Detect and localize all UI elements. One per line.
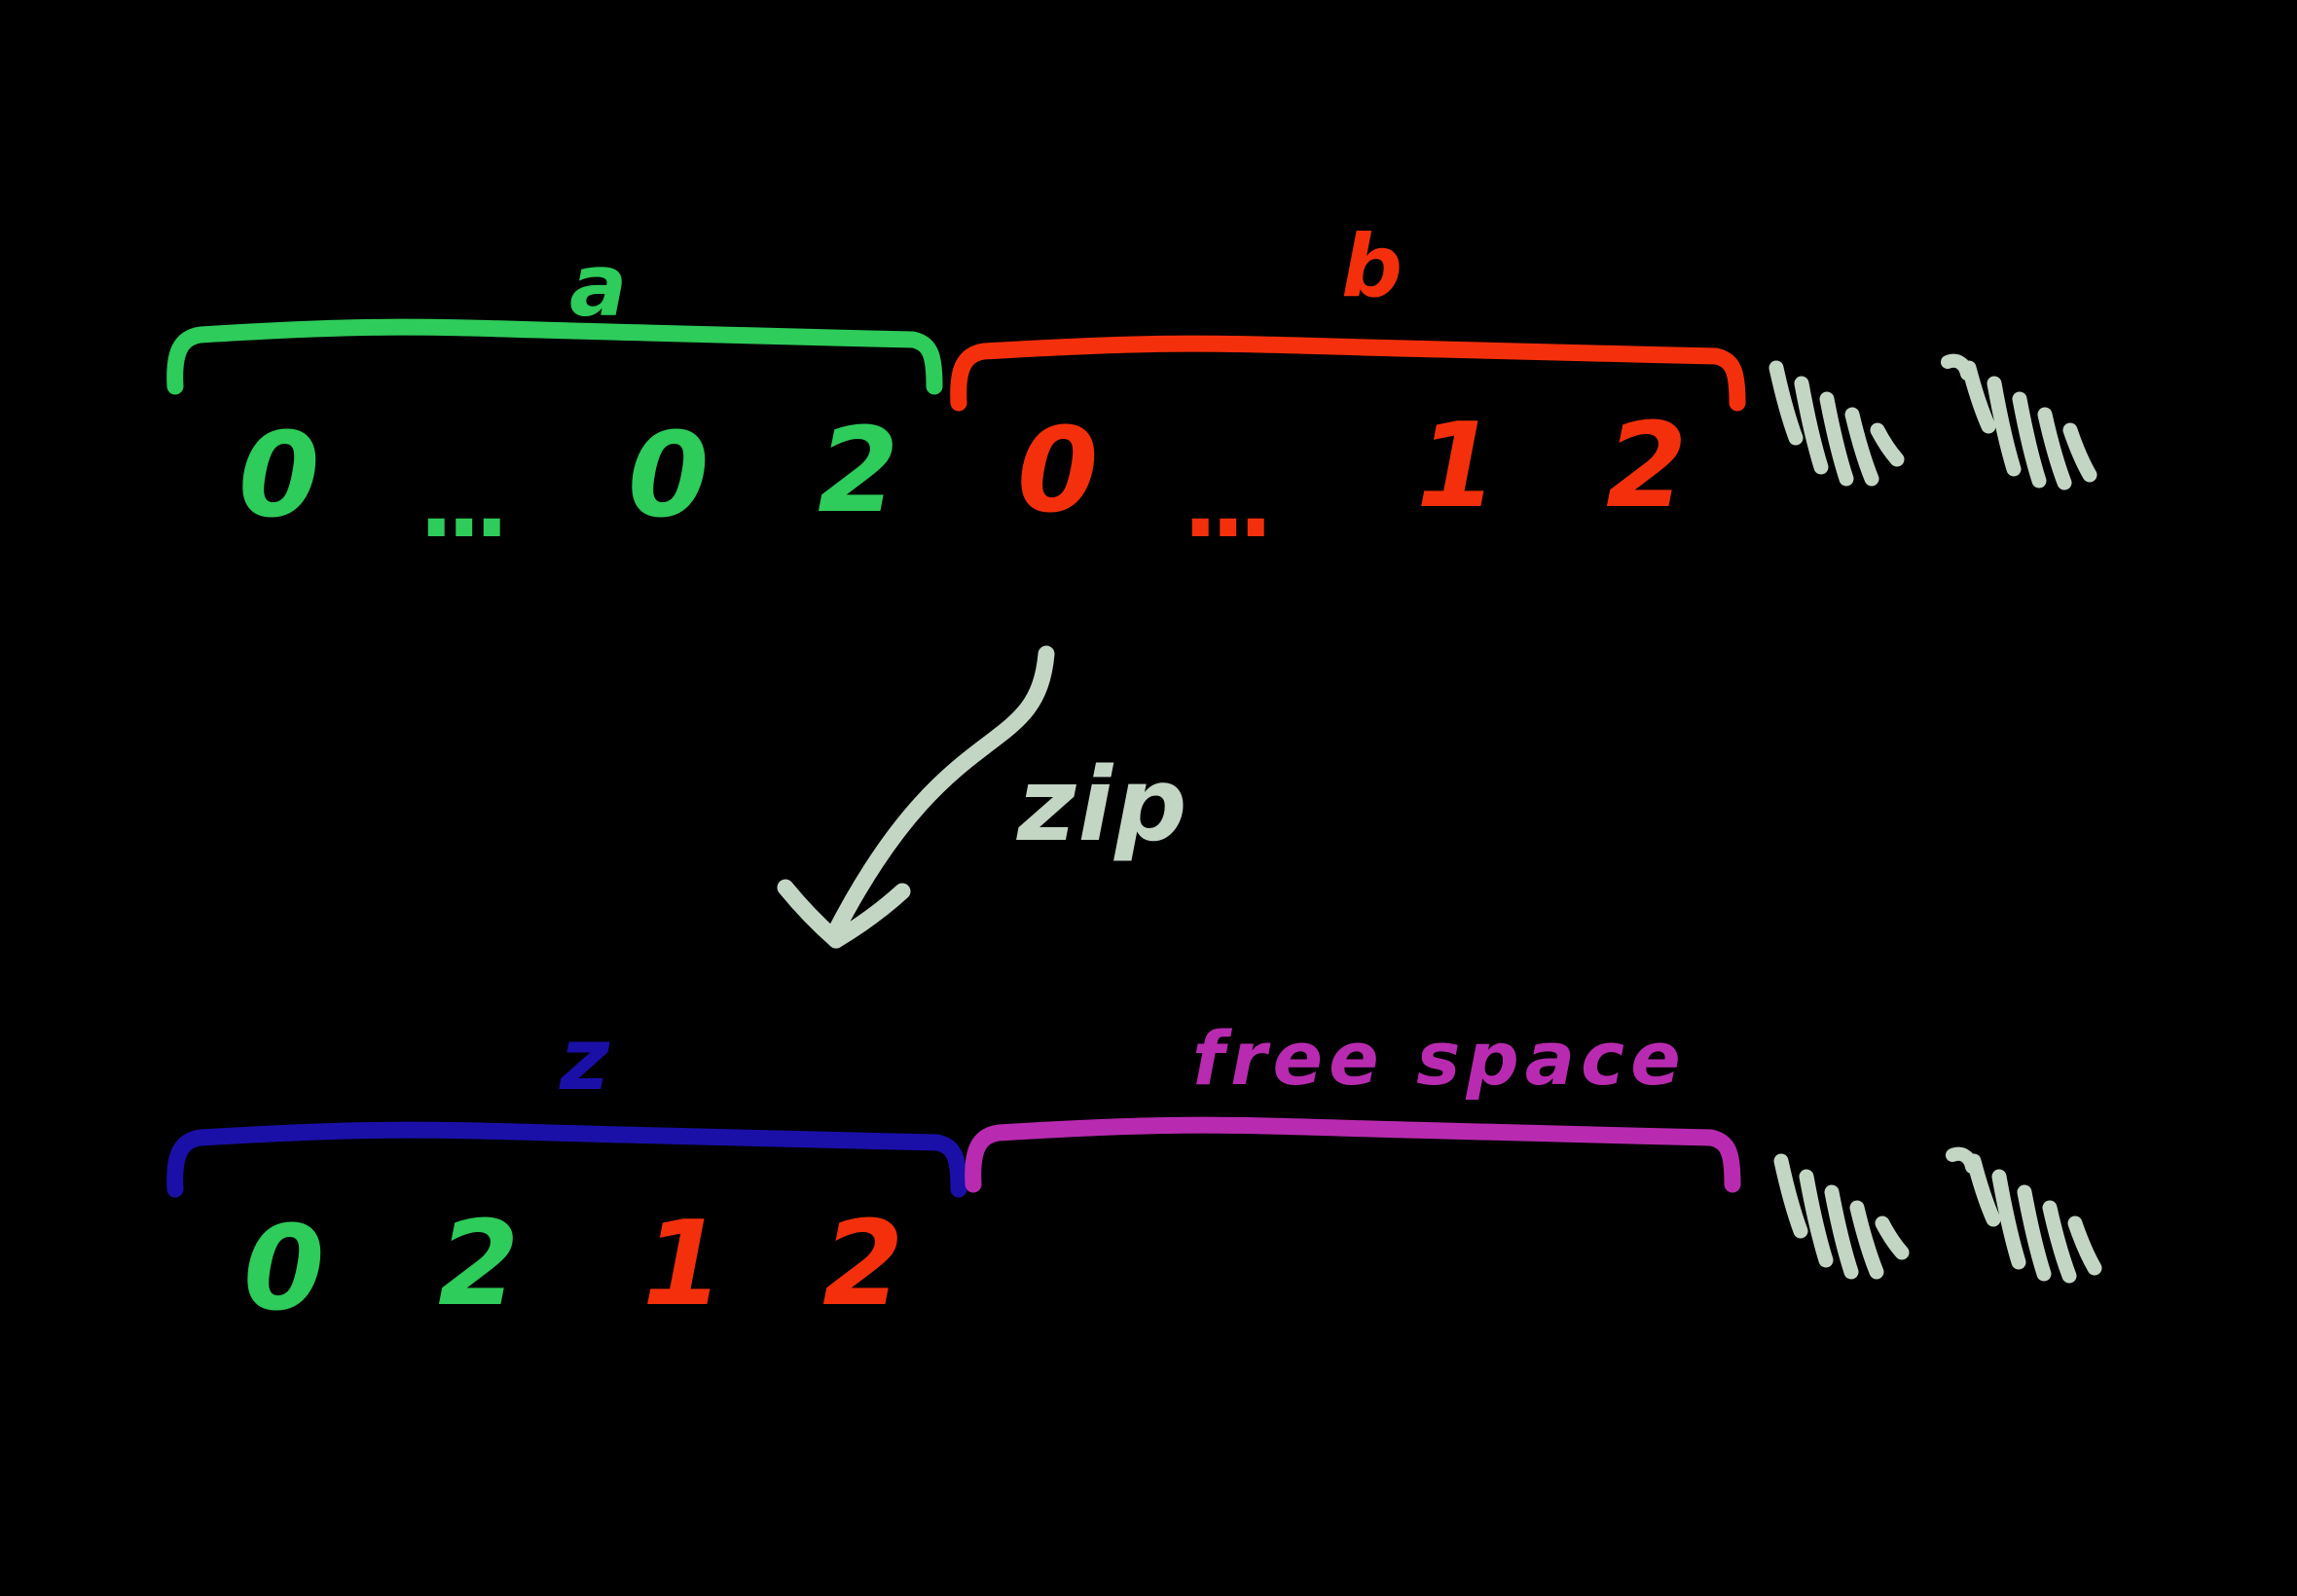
bracket-line-bracket-free-space: [965, 1116, 1741, 1193]
scribble-bottom-2: [1946, 1146, 2102, 1284]
scribble-top-2-stroke-2: [2012, 391, 2047, 489]
scribble-top-2-stroke-3: [2037, 407, 2072, 490]
zip-arrow-head-left: [777, 879, 845, 949]
scribble-top-2: [1941, 353, 2097, 490]
scribble-top-1-stroke-3: [1844, 407, 1879, 487]
scribble-top-1-stroke-2: [1819, 391, 1854, 487]
zip-arrow-shaft: [825, 645, 1055, 943]
bracket-line-bracket-a: [166, 318, 943, 395]
scribble-bottom-2-stroke-3: [2042, 1200, 2077, 1284]
bracket-line-bracket-z: [166, 1121, 967, 1198]
scribble-bottom-2-stroke-2: [2017, 1184, 2052, 1282]
scribble-top-1-stroke-4: [1870, 422, 1905, 467]
scribble-top-1-stroke-0: [1768, 360, 1804, 446]
zip-arrow-head-right: [827, 883, 911, 949]
scribble-bottom-1: [1773, 1153, 1910, 1280]
zip-arrow: [777, 645, 1055, 949]
scribble-top-2-tick: [1941, 353, 1974, 381]
scribble-bottom-2-stroke-1: [1991, 1169, 2026, 1270]
scribble-bottom-2-stroke-4: [2067, 1215, 2102, 1276]
scribble-top-2-stroke-4: [2062, 422, 2097, 483]
scribble-bottom-1-stroke-2: [1824, 1184, 1859, 1280]
scribble-bottom-1-stroke-0: [1773, 1153, 1808, 1239]
bracket-line-bracket-b: [950, 335, 1746, 412]
scribble-bottom-2-tick: [1946, 1146, 1979, 1174]
scribble-bottom-1-stroke-1: [1799, 1169, 1834, 1268]
scribble-top-1: [1768, 360, 1905, 487]
scribble-top-2-stroke-1: [1987, 376, 2022, 477]
scribble-top-1-stroke-1: [1794, 376, 1829, 475]
scribble-bottom-1-stroke-4: [1875, 1215, 1910, 1260]
scribble-bottom-1-stroke-3: [1849, 1200, 1884, 1280]
